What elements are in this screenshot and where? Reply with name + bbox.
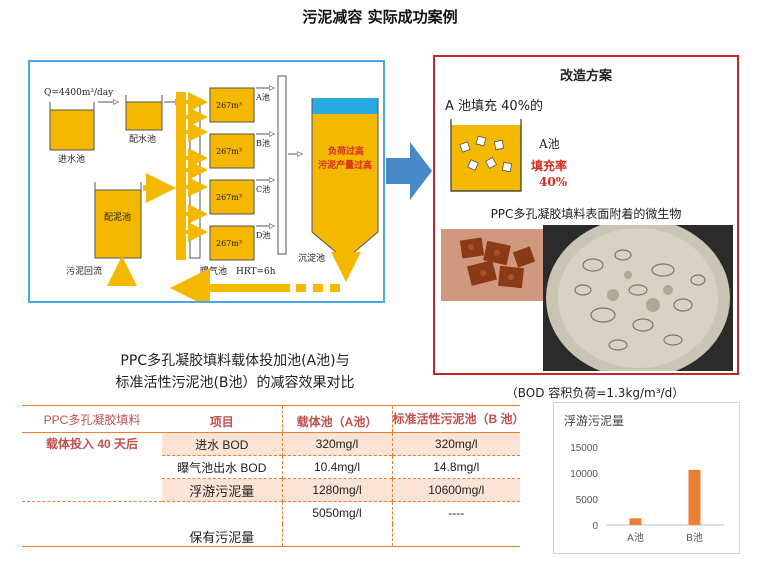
pool-c-volume: 267m³	[216, 193, 242, 202]
pool-a	[209, 87, 255, 123]
pool-a-label: A池	[255, 92, 270, 102]
inlet-tank-label: 进水池	[58, 153, 85, 165]
retrofit-plan-panel: 改造方案 A 池填充 40%的 A池 填充率 40% PPC多孔凝胶填料表面附着…	[433, 55, 739, 375]
table-cell: 1280mg/l	[281, 478, 392, 502]
plan-pool-label: A池	[539, 137, 560, 151]
y-tick-label: 10000	[570, 469, 598, 480]
caption-line-1: PPC多孔凝胶填料载体投加池(A池)与	[120, 353, 350, 369]
table-cell: 10600mg/l	[391, 478, 520, 502]
pool-d	[209, 225, 255, 261]
sludge-tank	[94, 182, 142, 259]
table-row: 载体投入 40 天后 进水 BOD 320mg/l 320mg/l	[22, 432, 520, 502]
photo-caption: PPC多孔凝胶填料表面附着的微生物	[490, 207, 682, 221]
table-cell: ----	[391, 501, 520, 524]
pool-b-volume: 267m³	[216, 147, 242, 156]
bar-a	[629, 518, 642, 525]
caption-line-2: 标准活性污泥池(B池）的减容效果对比	[115, 375, 355, 391]
carrier-photo	[441, 229, 543, 301]
pool-c-label: C池	[256, 184, 270, 194]
sludge-return-line	[170, 268, 340, 301]
pool-a-volume: 267m³	[216, 101, 242, 110]
table-row: 曝气池出水 BOD 10.4mg/l 14.8mg/l	[22, 455, 520, 479]
table-cell: 320mg/l	[391, 432, 520, 456]
table-cell: 14.8mg/l	[391, 455, 520, 479]
table-cell: 保有污泥量	[189, 530, 255, 545]
clarifier-tank	[311, 98, 379, 255]
bar-b	[688, 469, 701, 525]
bar-chart-svg: 浮游污泥量 15000 10000 5000 0 A池 B池	[564, 414, 724, 544]
table-header-item: 项目	[209, 415, 234, 429]
pool-feed-arrows	[186, 92, 208, 242]
table-cell: 曝气池出水 BOD	[177, 460, 267, 475]
fill-note: A 池填充 40%的	[445, 99, 544, 114]
distribution-tank-label: 配水池	[129, 133, 156, 145]
table-cell: 进水 BOD	[195, 437, 249, 452]
plan-heading: 改造方案	[559, 69, 612, 84]
bars	[629, 469, 701, 525]
x-tick-label: B池	[686, 531, 703, 544]
clarifier-warning-2: 污泥产量过高	[318, 159, 372, 171]
page-title: 污泥减容 实际成功案例	[302, 8, 458, 26]
table-cell: 5050mg/l	[281, 501, 392, 524]
inlet-tank	[49, 102, 95, 151]
sludge-bar-chart: 浮游污泥量 15000 10000 5000 0 A池 B池	[553, 402, 740, 554]
distribution-tank	[125, 95, 163, 131]
x-axis-labels: A池 B池	[627, 531, 703, 544]
table-left-line-1: PPC多孔凝胶填料	[43, 413, 141, 427]
table-header-a: 载体池（A池）	[281, 405, 392, 433]
process-diagram: Q=4400m³/day 进水池 配水池 配泥池	[28, 60, 385, 303]
air-pipe	[189, 101, 201, 259]
aeration-tank-label: 曝气池	[200, 265, 227, 277]
carrier-cubes	[459, 135, 513, 173]
collection-pipe	[277, 75, 287, 255]
y-tick-label: 5000	[576, 495, 599, 506]
fill-rate-label: 填充率	[531, 159, 568, 173]
table-row: 保有污泥量 5050mg/l ----	[22, 501, 520, 547]
table-cell: 10.4mg/l	[281, 455, 392, 479]
y-tick-label: 15000	[570, 443, 598, 454]
sludge-tank-label: 配泥池	[104, 211, 131, 223]
clarifier-warning-1: 负荷过高	[328, 145, 364, 157]
microorganisms	[574, 249, 706, 351]
table-cell: 浮游污泥量	[189, 483, 255, 499]
pool-d-volume: 267m³	[216, 239, 242, 248]
pool-c	[209, 179, 255, 215]
table-cell: 320mg/l	[281, 432, 392, 456]
pool-b-label: B池	[256, 138, 270, 148]
y-axis-ticks: 15000 10000 5000 0	[570, 443, 598, 532]
sludge-return-label: 污泥回流	[66, 265, 102, 277]
table-header-b: 标准活性污泥池（B 池）	[391, 405, 525, 433]
header-pipe	[176, 92, 186, 260]
y-tick-label: 0	[592, 521, 598, 532]
fill-rate-value: 40%	[539, 175, 568, 189]
pool-outlet-arrows	[256, 88, 274, 226]
x-tick-label: A池	[627, 531, 644, 544]
table-left-line-2: 载体投入 40 天后	[22, 432, 162, 502]
flow-rate-label: Q=4400m³/day	[44, 88, 114, 98]
comparison-caption: PPC多孔凝胶填料载体投加池(A池)与 标准活性污泥池(B池）的减容效果对比	[60, 350, 410, 394]
pool-b	[209, 133, 255, 169]
comparison-table: PPC多孔凝胶填料 项目 载体池（A池） 标准活性污泥池（B 池） 载体投入 4…	[22, 405, 525, 547]
transition-arrow	[386, 142, 432, 200]
hrt-label: HRT=6h	[236, 267, 276, 277]
carrier-tank-illustration	[450, 119, 522, 192]
pool-d-label: D池	[256, 230, 270, 240]
microscope-photo	[543, 225, 733, 371]
clarifier-label: 沉淀池	[298, 252, 325, 264]
process-flow-svg: Q=4400m³/day 进水池 配水池 配泥池	[44, 75, 379, 301]
chart-title: 浮游污泥量	[564, 414, 624, 428]
bod-load-note: （BOD 容积负荷=1.3kg/m³/d）	[505, 386, 685, 400]
